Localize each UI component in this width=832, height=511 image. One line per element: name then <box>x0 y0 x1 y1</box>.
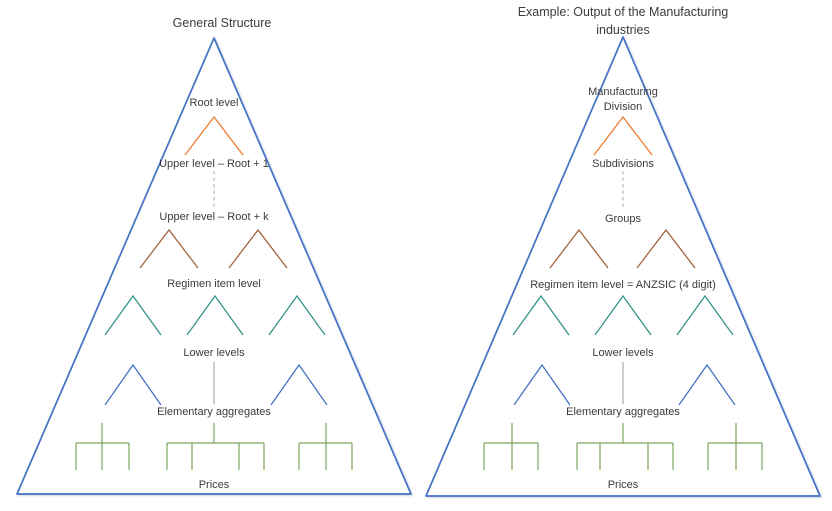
subdivisions-label: Subdivisions <box>592 158 654 170</box>
regimen-chevrons <box>512 294 734 336</box>
general-structure-pyramid: General Structure Root level Upper level… <box>16 16 412 495</box>
elementary-aggregate-brackets <box>75 423 353 470</box>
lower-level-chevrons <box>513 363 736 406</box>
lower-levels-label: Lower levels <box>592 347 654 359</box>
root-chevron <box>593 115 653 156</box>
regimen-chevrons <box>104 294 326 336</box>
pyramid-drawing <box>425 36 821 497</box>
groups-label: Groups <box>604 213 642 225</box>
pyramid-drawing <box>16 37 412 495</box>
right-pyramid-title: Example: Output of the Manufacturing ind… <box>517 5 729 37</box>
triangle-outline <box>425 36 821 497</box>
prices-label: Prices <box>198 479 230 491</box>
root-level-label: Root level <box>189 97 239 109</box>
triangle-outline <box>16 37 412 495</box>
manufacturing-example-pyramid: Example: Output of the Manufacturing ind… <box>416 0 832 511</box>
upper-level-root1-label: Upper level – Root + 1 <box>159 158 269 170</box>
regimen-item-level-label: Regimen item level <box>167 278 261 290</box>
elementary-aggregate-brackets <box>483 423 763 470</box>
left-pyramid-title: General Structure <box>172 16 272 30</box>
manufacturing-division-label: Manufacturing Division <box>588 86 658 113</box>
root-chevron <box>184 115 244 156</box>
regimen-anzsic-label: Regimen item level = ANZSIC (4 digit) <box>530 279 716 291</box>
upper-k-chevrons <box>139 228 288 269</box>
lower-level-chevrons <box>104 363 328 406</box>
upper-level-rootk-label: Upper level – Root + k <box>159 211 269 223</box>
upper-k-chevrons <box>549 228 696 269</box>
elementary-aggregates-label: Elementary aggregates <box>157 406 271 418</box>
prices-label: Prices <box>607 479 639 491</box>
lower-levels-label: Lower levels <box>183 347 245 359</box>
elementary-aggregates-label: Elementary aggregates <box>566 406 680 418</box>
